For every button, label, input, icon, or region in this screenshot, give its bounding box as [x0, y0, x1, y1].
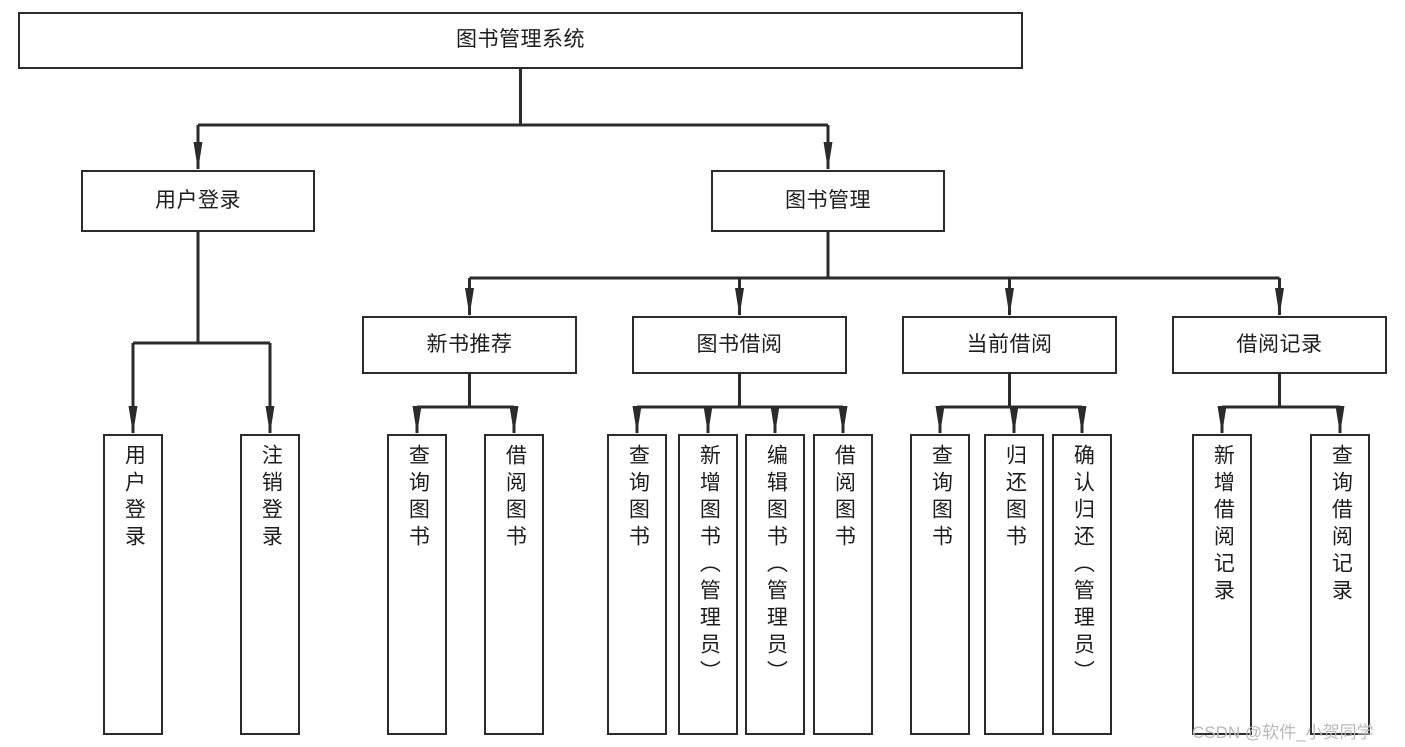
node-label: 借阅图书 [832, 444, 856, 552]
node-label: 新增图书（管理员） [697, 444, 721, 687]
node-label: 图书借阅 [696, 332, 783, 356]
level2-node-book-manage[interactable]: 图书管理 [711, 170, 945, 232]
level2-node-user-login[interactable]: 用户登录 [81, 170, 315, 232]
leaf-node-leaf-return-book[interactable]: 归还图书 [984, 434, 1044, 735]
leaf-node-leaf-query-book-1[interactable]: 查询图书 [387, 434, 447, 735]
level3-node-current-borrow[interactable]: 当前借阅 [902, 316, 1117, 374]
leaf-node-leaf-query-book-2[interactable]: 查询图书 [607, 434, 667, 735]
leaf-node-leaf-confirm-return[interactable]: 确认归还（管理员） [1052, 434, 1112, 735]
leaf-node-leaf-user-logout[interactable]: 注销登录 [240, 434, 300, 735]
node-label: 归还图书 [1003, 444, 1027, 552]
node-label: 新书推荐 [426, 332, 513, 356]
node-label: 图书管理系统 [456, 28, 585, 52]
leaf-node-leaf-borrow-book-2[interactable]: 借阅图书 [813, 434, 873, 735]
node-label: 注销登录 [259, 444, 283, 552]
leaf-node-leaf-query-record[interactable]: 查询借阅记录 [1310, 434, 1370, 735]
node-label: 编辑图书（管理员） [764, 444, 788, 687]
level3-node-new-book-rec[interactable]: 新书推荐 [362, 316, 577, 374]
csdn-watermark: CSDN @软件_小贺同学 [1192, 723, 1374, 742]
level3-node-borrow-record[interactable]: 借阅记录 [1172, 316, 1387, 374]
node-label: 用户登录 [122, 444, 146, 552]
node-label: 查询图书 [626, 444, 650, 552]
leaf-node-leaf-edit-book[interactable]: 编辑图书（管理员） [745, 434, 805, 735]
node-label: 查询图书 [929, 444, 953, 552]
leaf-node-leaf-query-book-3[interactable]: 查询图书 [910, 434, 970, 735]
node-label: 借阅记录 [1236, 332, 1323, 356]
leaf-node-leaf-add-book[interactable]: 新增图书（管理员） [678, 434, 738, 735]
root-node-root[interactable]: 图书管理系统 [18, 12, 1023, 69]
node-label: 当前借阅 [966, 332, 1053, 356]
leaf-node-leaf-borrow-book-1[interactable]: 借阅图书 [484, 434, 544, 735]
node-label: 查询借阅记录 [1329, 444, 1353, 606]
node-label: 用户登录 [155, 188, 241, 212]
level3-node-book-borrow[interactable]: 图书借阅 [632, 316, 847, 374]
node-label: 图书管理 [785, 188, 871, 212]
node-label: 确认归还（管理员） [1071, 444, 1095, 687]
leaf-node-leaf-add-record[interactable]: 新增借阅记录 [1192, 434, 1252, 735]
leaf-node-leaf-user-login[interactable]: 用户登录 [103, 434, 163, 735]
node-label: 查询图书 [406, 444, 430, 552]
node-label: 新增借阅记录 [1211, 444, 1235, 606]
node-label: 借阅图书 [503, 444, 527, 552]
